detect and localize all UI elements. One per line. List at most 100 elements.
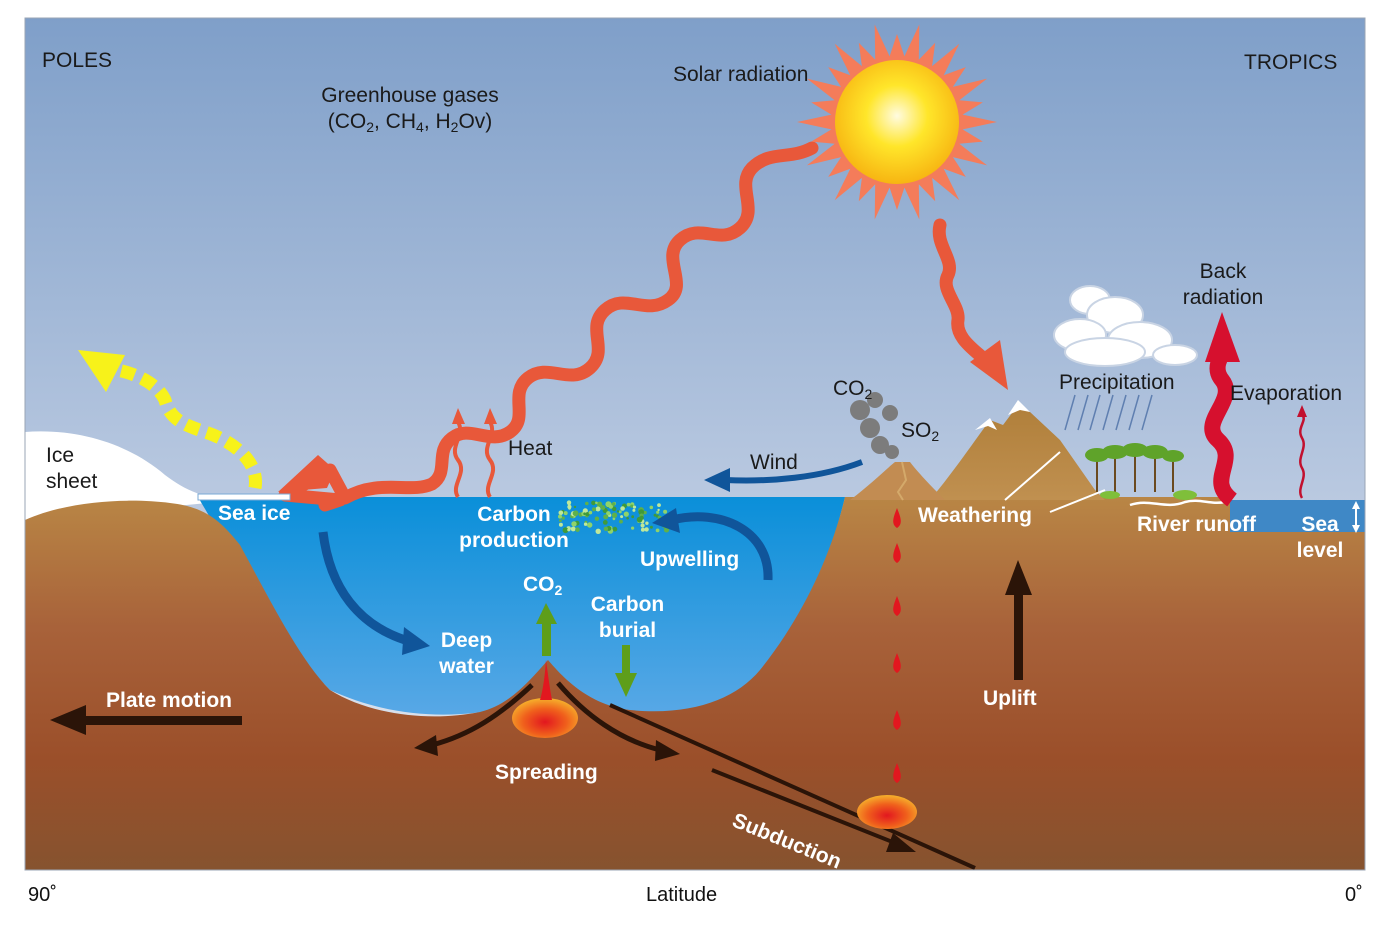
ridge-co2-label: CO2 (523, 573, 563, 598)
heat-arrow-1 (452, 420, 464, 499)
plankton-dot (595, 528, 601, 534)
plankton-dot (663, 509, 668, 514)
upwelling-arrowhead (652, 508, 680, 533)
plankton-dot (603, 514, 609, 520)
plankton-dot (638, 509, 645, 515)
plankton-dot (649, 525, 653, 529)
plankton-dot (583, 512, 586, 515)
plankton-dot (611, 512, 618, 518)
plankton-dot (632, 508, 636, 512)
spreading-arrowhead-right (655, 740, 680, 761)
plankton-dot (591, 507, 597, 512)
back-radiation-arrowhead (1205, 312, 1240, 362)
evaporation-arrow (1299, 414, 1305, 499)
rising-magma-drops (893, 508, 901, 783)
plankton-dot (572, 510, 579, 517)
greenhouse-gases-label: Greenhouse gases (CO2, CH4, H2Ov) (305, 83, 515, 135)
tropics-label: TROPICS (1244, 51, 1338, 74)
plankton-dot (612, 526, 618, 532)
plankton-dot (600, 505, 606, 510)
plankton-dot (640, 527, 645, 532)
sea-ice (197, 493, 291, 501)
magma-drop (893, 596, 901, 616)
plankton-dot (626, 516, 629, 520)
plankton-dot (620, 506, 625, 511)
plankton-dot (582, 508, 588, 514)
plankton-dot (611, 506, 617, 512)
plankton-dot (644, 527, 649, 532)
plate-motion-arrowhead (50, 705, 86, 735)
snow-cap-2 (1008, 400, 1030, 415)
plankton-dot (632, 505, 637, 509)
plankton-dot (585, 511, 590, 517)
plankton-dot (649, 505, 654, 510)
magma-drop (893, 508, 901, 528)
heat-arrowhead-1 (452, 408, 465, 424)
upwelling-arrow (670, 512, 773, 581)
plankton-dot (575, 527, 580, 532)
axis-title: Latitude (646, 884, 718, 906)
plankton-dot (558, 522, 563, 527)
solar-radiation-arrowhead-land (970, 340, 1008, 390)
solar-radiation-arrow-land (932, 218, 992, 367)
sea-level-arrowhead-top (1352, 501, 1360, 509)
carbon-burial-arrowhead (615, 673, 637, 697)
magma-drop (893, 763, 901, 783)
ridge-magma-chamber (512, 698, 578, 738)
spreading-arrow-left (431, 683, 534, 748)
heat-arrow-2 (484, 420, 496, 499)
weathering-leader-2 (1049, 489, 1106, 513)
sun (797, 24, 997, 220)
uplift-arrow-shaft (1014, 590, 1023, 680)
carbon-burial-label: Carbon burial (590, 593, 665, 642)
plankton-dot (625, 512, 629, 515)
spreading-arrow-right (556, 681, 661, 753)
volcano (850, 462, 945, 500)
precipitation-label: Precipitation (1059, 371, 1175, 394)
plate-motion-arrow-shaft (80, 716, 242, 725)
sea-level-arrowhead-bottom (1352, 525, 1360, 533)
plankton-dot (585, 501, 589, 506)
plankton-dot (631, 526, 635, 530)
weathering-label: Weathering (918, 504, 1032, 527)
plankton-dot (568, 506, 571, 510)
subduction-magma (857, 795, 917, 829)
river-runoff-arrow (1129, 499, 1226, 507)
greenhouse-gases-title: Greenhouse gases (321, 84, 499, 107)
solar-radiation-arrow (278, 141, 819, 512)
plankton-dot (640, 523, 645, 528)
plankton-dot (656, 510, 660, 514)
plankton-dot (645, 521, 649, 525)
plankton-dot (620, 515, 624, 519)
plankton-dot (563, 511, 568, 516)
tropical-sea (1230, 500, 1365, 532)
volcano-lava-streak (896, 461, 908, 501)
plankton-dot (619, 519, 623, 524)
subduction-arrow (711, 768, 901, 847)
wind-label: Wind (750, 451, 798, 474)
plankton-dot (653, 513, 657, 517)
plankton-dot (570, 526, 576, 532)
plankton-dot (561, 516, 565, 520)
plankton-dot (631, 515, 635, 519)
plankton-dot (558, 510, 564, 516)
back-radiation-arrow (1204, 350, 1238, 507)
volcano-so2-label: SO2 (901, 419, 940, 444)
plankton-dot (567, 528, 571, 532)
sea-ice-label: Sea ice (218, 502, 291, 525)
plankton-dot (571, 521, 577, 527)
volcanic-smoke (850, 392, 899, 459)
plankton-dot (606, 511, 611, 516)
diagram-frame (24, 17, 1366, 871)
plankton-dot (588, 510, 593, 515)
subducting-slab-top (609, 703, 976, 870)
heat-label: Heat (508, 437, 553, 460)
rain-streaks (1064, 394, 1153, 431)
deep-water-arrowhead (402, 627, 430, 655)
magma-drop (893, 543, 901, 563)
wind-arrow (724, 459, 864, 484)
back-radiation-label: Back radiation (1182, 260, 1264, 309)
plankton-dot (583, 522, 588, 526)
rain-cloud (1053, 285, 1198, 367)
